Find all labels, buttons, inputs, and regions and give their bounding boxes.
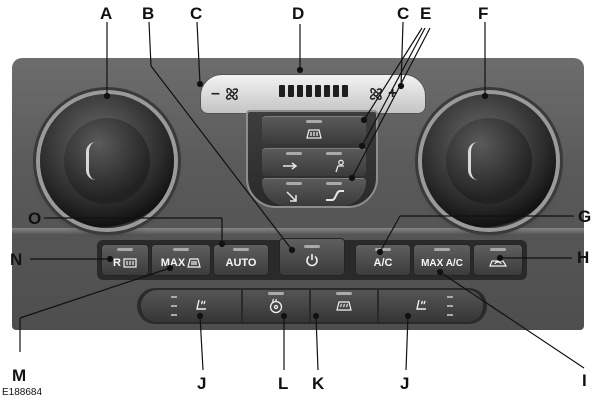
callout-i: I: [582, 371, 587, 390]
recirculated-air-icon: [489, 260, 508, 267]
rear-defrost-button[interactable]: R: [101, 244, 149, 276]
rear-defrost-label: R: [113, 257, 121, 269]
status-led: [268, 292, 284, 295]
heated-windshield-button[interactable]: [311, 290, 377, 322]
status-led: [434, 248, 450, 251]
recirculated-air-button[interactable]: [473, 244, 523, 276]
status-led: [490, 248, 506, 251]
callout-c-left: C: [190, 4, 203, 23]
footwell-panel-button[interactable]: [262, 178, 366, 206]
callout-k: K: [312, 374, 325, 393]
status-led: [304, 245, 320, 248]
recirculation-icon: [283, 162, 298, 170]
callout-a: A: [100, 4, 113, 23]
heated-seat-right-button[interactable]: [379, 290, 483, 322]
heated-seat-icon: [196, 299, 206, 310]
status-led: [326, 182, 342, 185]
callout-n: N: [10, 250, 23, 269]
status-led: [336, 292, 352, 295]
fan-speed-bar: – +: [200, 74, 426, 114]
callout-c-right: C: [397, 4, 410, 23]
max-defrost-label: MAX: [160, 257, 186, 269]
fan-icon: [369, 87, 383, 101]
windshield-defrost-icon: [306, 129, 322, 139]
callout-f: F: [478, 4, 489, 23]
fan-decrease-button[interactable]: –: [211, 83, 261, 105]
auto-button[interactable]: AUTO: [213, 244, 269, 276]
heat-level-leds: [171, 296, 177, 316]
rear-defrost-icon: [123, 258, 137, 268]
status-led: [306, 120, 322, 123]
status-led: [173, 248, 189, 251]
left-temperature-knob[interactable]: [40, 94, 174, 228]
status-led: [375, 248, 391, 251]
ac-button[interactable]: A/C: [355, 244, 411, 276]
fan-level-indicator: [267, 83, 359, 99]
max-defrost-button[interactable]: MAX: [151, 244, 211, 276]
status-led: [286, 182, 302, 185]
minus-icon: –: [211, 85, 220, 102]
heated-steering-wheel-button[interactable]: [243, 290, 309, 322]
airflow-mode-buttons: [246, 110, 378, 208]
footwell-airflow-icon: [286, 191, 297, 202]
fan-icon: [225, 87, 239, 101]
ac-label: A/C: [373, 257, 393, 269]
status-led: [117, 248, 133, 251]
right-temperature-knob[interactable]: [422, 94, 556, 228]
heat-level-leds: [447, 296, 453, 316]
callout-h: H: [577, 248, 590, 267]
figure-id: E188684: [2, 387, 43, 398]
fan-increase-button[interactable]: +: [367, 83, 417, 105]
callout-j-left: J: [197, 374, 207, 393]
status-led: [233, 248, 249, 251]
climate-button-row: R MAX AUTO A/C MAX A/C: [97, 238, 527, 280]
callout-o: O: [28, 209, 42, 228]
callout-l: L: [278, 374, 289, 393]
power-button[interactable]: [279, 238, 345, 276]
max-ac-button[interactable]: MAX A/C: [413, 244, 471, 276]
max-ac-label: MAX A/C: [421, 257, 463, 269]
status-led: [326, 152, 342, 155]
heated-steering-wheel-icon: [269, 298, 283, 314]
callout-j-right: J: [400, 374, 410, 393]
knob-indicator-mark: [468, 142, 478, 180]
callout-e: E: [420, 4, 432, 23]
recirculation-occupant-button[interactable]: [262, 148, 366, 176]
plus-icon: +: [388, 85, 398, 102]
climate-control-panel: – + R: [12, 58, 584, 330]
callout-m: M: [12, 366, 27, 385]
max-defrost-icon: [187, 258, 201, 268]
heated-windshield-icon: [336, 301, 352, 311]
defrost-button[interactable]: [262, 116, 366, 144]
heated-seat-left-button[interactable]: [141, 290, 241, 322]
status-led: [286, 152, 302, 155]
panel-vent-icon: [326, 190, 344, 201]
power-icon: [306, 254, 318, 267]
knob-indicator-mark: [86, 142, 96, 180]
callout-d: D: [292, 4, 305, 23]
callout-b: B: [142, 4, 155, 23]
occupant-airflow-icon: [335, 159, 344, 173]
heated-controls-row: [137, 288, 487, 324]
heated-seat-icon: [416, 299, 426, 310]
callout-g: G: [578, 207, 592, 226]
auto-label: AUTO: [225, 257, 257, 269]
